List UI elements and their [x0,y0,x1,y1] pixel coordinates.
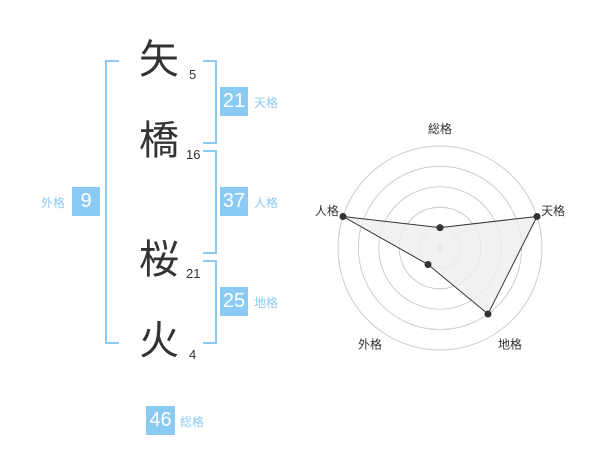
tenkaku-bracket [203,60,217,144]
name-char-2: 橋 [139,118,179,164]
stroke-count-2: 16 [186,147,201,162]
chikaku-bracket [203,260,217,344]
stroke-count-3: 21 [186,266,201,281]
jinkaku-bracket [203,150,217,254]
radar-area [342,215,538,315]
radar-axis-label-3: 地格 [498,336,522,351]
gaikaku-bracket [105,60,119,344]
radar-axis-label-4: 外格 [358,336,382,351]
radar-point-2 [533,212,541,220]
radar-point-5 [339,212,347,220]
radar-point-4 [424,261,432,269]
tenkaku-value: 21 [220,87,248,116]
soukaku-value: 46 [146,406,175,435]
soukaku-label: 総格 [180,415,205,429]
name-char-3: 桜 [139,237,179,283]
tenkaku-label: 天格 [254,96,279,110]
jinkaku-label: 人格 [254,196,279,210]
stroke-count-1: 5 [189,67,197,82]
chikaku-label: 地格 [254,296,279,310]
chikaku-value: 25 [220,287,248,316]
name-char-4: 火 [139,318,179,364]
radar-axis-label-2: 天格 [541,203,565,218]
radar-ring [337,145,543,351]
jinkaku-value: 37 [220,187,248,216]
radar-axis-label-1: 総格 [428,121,452,136]
radar-axis-label-5: 人格 [315,203,339,218]
stroke-count-4: 4 [189,347,197,362]
name-char-1: 矢 [139,37,179,83]
gaikaku-label: 外格 [41,196,66,210]
radar-points [339,212,541,318]
gaikaku-value: 9 [72,187,100,216]
radar-point-1 [436,224,444,232]
radar-point-3 [484,310,492,318]
